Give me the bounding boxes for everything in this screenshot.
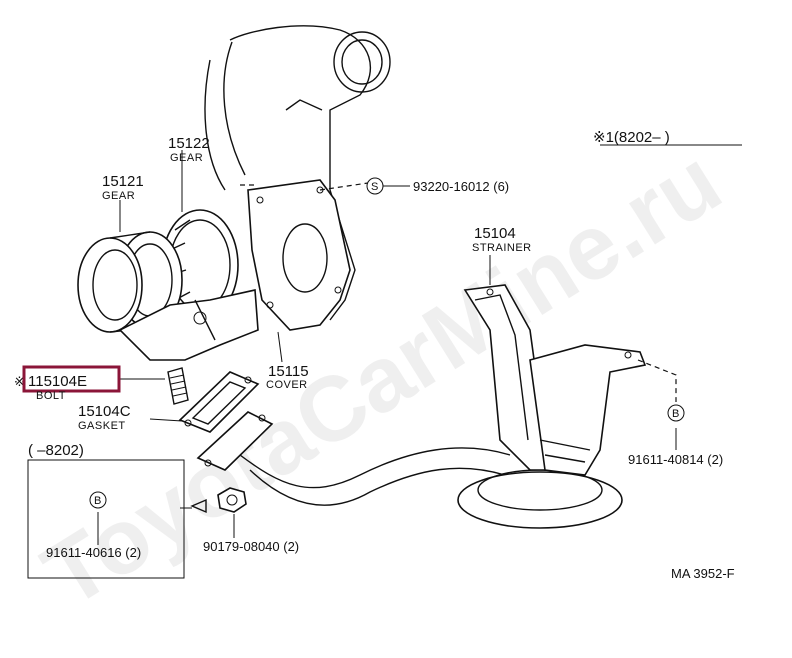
gear-15122-number: 15122 (168, 135, 210, 152)
screw-s-symbol-circle (366, 177, 384, 195)
bolt-b-right-symbol: B (672, 408, 680, 420)
cover-plate (247, 179, 351, 331)
cover-number: 15115 (268, 363, 309, 380)
gasket-name: GASKET (78, 420, 126, 432)
pump-body (118, 289, 259, 361)
bolt-b-right-code: 91611-40814 (2) (628, 452, 723, 467)
strainer-name: STRAINER (472, 242, 532, 254)
bolt-b-left-symbol-circle (89, 491, 107, 509)
nut-shape (180, 487, 247, 514)
bolt-name: BOLT (36, 390, 66, 402)
gear-15121-number: 15121 (102, 173, 144, 190)
bolt-prefix: ※ (14, 374, 25, 389)
figure-code: MA 3952-F (671, 566, 735, 581)
variant-old-box (27, 459, 185, 579)
gear-15121-name: GEAR (102, 190, 135, 202)
strainer-shape (457, 284, 647, 529)
bolt-shape (167, 367, 189, 405)
bolt-number: 115104E (28, 373, 87, 390)
screw-s-symbol: S (371, 181, 379, 193)
variant-new-label: ※1(8202– ) (593, 129, 670, 146)
bolt-b-left-code: 91611-40616 (2) (46, 545, 141, 560)
pickup-tube (196, 411, 511, 506)
gear-15122-name: GEAR (170, 152, 203, 164)
bolt-highlight-box (22, 365, 121, 393)
variant-old-label: ( –8202) (28, 442, 84, 459)
gasket-number: 15104C (78, 403, 131, 420)
strainer-number: 15104 (474, 225, 516, 242)
screw-s-code: 93220-16012 (6) (413, 179, 509, 194)
nut-code: 90179-08040 (2) (203, 539, 299, 554)
engine-block-outline (204, 25, 391, 321)
bolt-b-right-symbol-circle (667, 404, 685, 422)
bolt-b-left-symbol: B (94, 495, 102, 507)
gear-15121-shape (77, 231, 183, 333)
gasket-shape (178, 371, 260, 433)
cover-name: COVER (266, 379, 308, 391)
